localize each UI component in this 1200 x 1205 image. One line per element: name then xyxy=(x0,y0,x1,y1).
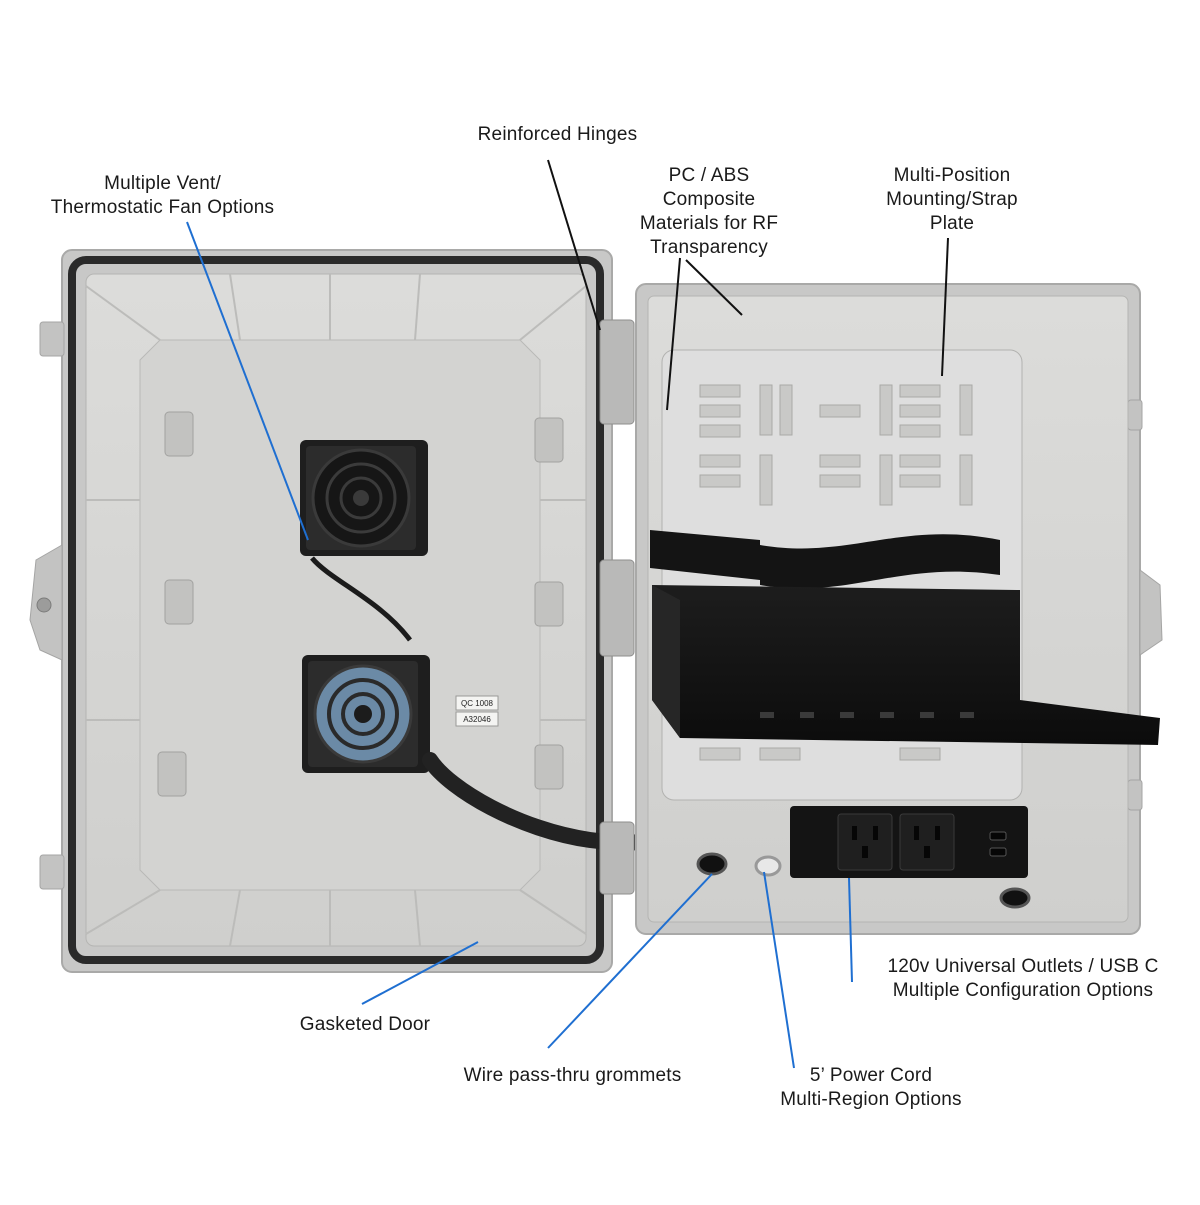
label-line: Transparency xyxy=(650,237,768,258)
label-line: 120v Universal Outlets / USB C xyxy=(887,956,1159,977)
hinge xyxy=(599,319,635,895)
label-line: Multi-Region Options xyxy=(780,1089,962,1110)
universal-outlet-icon xyxy=(899,813,955,871)
grommet xyxy=(754,855,782,877)
label-line: 5’ Power Cord xyxy=(809,1065,933,1086)
label-line: Thermostatic Fan Options xyxy=(50,197,275,218)
label-mounting-plate: Multi-Position Mounting/Strap Plate xyxy=(872,164,1032,236)
label-outlets-usb: 120v Universal Outlets / USB C Multiple … xyxy=(855,955,1191,1003)
grommet xyxy=(696,852,728,876)
label-line: Materials for RF xyxy=(639,213,779,234)
label-line: PC / ABS xyxy=(668,165,750,186)
label-line: Mounting/Strap xyxy=(886,189,1018,210)
enclosure-body xyxy=(635,283,1163,935)
label-line: Gasketed Door xyxy=(299,1014,431,1035)
label-line: Composite xyxy=(662,189,756,210)
fan-icon xyxy=(302,655,430,773)
label-grommets: Wire pass-thru grommets xyxy=(440,1064,705,1088)
grommet xyxy=(999,887,1031,909)
label-vent-fan-options: Multiple Vent/ Thermostatic Fan Options xyxy=(20,172,305,220)
label-line: Multi-Position xyxy=(893,165,1011,186)
universal-outlet-icon xyxy=(837,813,893,871)
serial-tag: A32046 xyxy=(463,715,491,724)
usb-c-port-icon xyxy=(989,831,1007,857)
door-panel xyxy=(29,249,613,973)
label-power-cord: 5’ Power Cord Multi-Region Options xyxy=(755,1064,987,1112)
label-line: Wire pass-thru grommets xyxy=(463,1065,682,1086)
qc-tag: QC 1008 xyxy=(461,699,494,708)
label-line: Reinforced Hinges xyxy=(477,124,638,145)
label-line: Plate xyxy=(929,213,975,234)
label-line: Multiple Configuration Options xyxy=(892,980,1154,1001)
label-reinforced-hinges: Reinforced Hinges xyxy=(450,123,665,147)
label-pc-abs-materials: PC / ABS Composite Materials for RF Tran… xyxy=(618,164,800,260)
label-line: Multiple Vent/ xyxy=(104,173,221,194)
equipment-shelf xyxy=(652,585,1160,745)
label-gasketed-door: Gasketed Door xyxy=(280,1013,450,1037)
callout-lines xyxy=(186,159,949,1069)
fan-icon xyxy=(300,440,428,556)
